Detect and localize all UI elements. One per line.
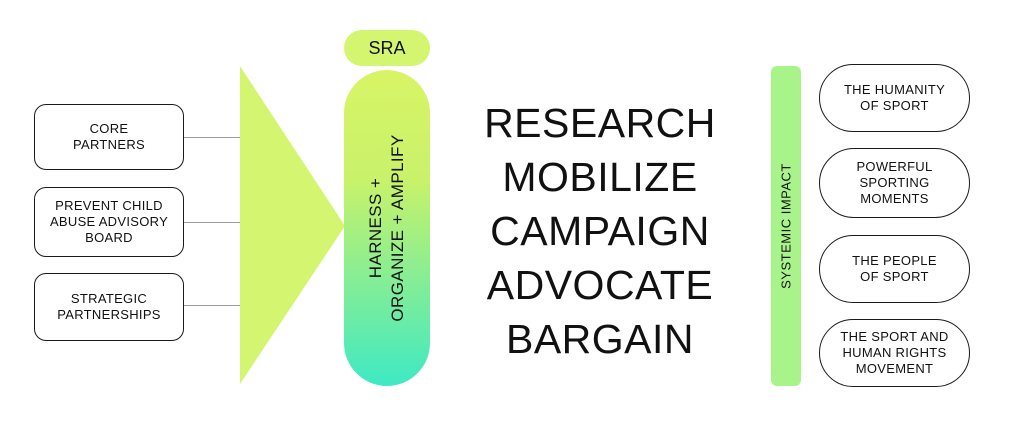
sra-title: SRA — [368, 37, 406, 58]
action-research: RESEARCH — [484, 100, 716, 146]
action-advocate: ADVOCATE — [486, 262, 714, 308]
action-list: RESEARCH MOBILIZE CAMPAIGN ADVOCATE BARG… — [470, 96, 730, 366]
input-label: PREVENT CHILD ABUSE ADVISORY BOARD — [49, 198, 169, 245]
input-label: CORE PARTNERS — [73, 121, 145, 152]
input-box-strategic-partnerships: STRATEGIC PARTNERSHIPS — [34, 273, 184, 341]
outcome-powerful-sporting-moments: POWERFUL SPORTING MOMENTS — [819, 148, 970, 218]
input-box-core-partners: CORE PARTNERS — [34, 104, 184, 170]
outcome-sport-human-rights-movement: THE SPORT AND HUMAN RIGHTS MOVEMENT — [819, 319, 970, 387]
connector-core-partners — [184, 137, 244, 138]
outcome-label: THE SPORT AND HUMAN RIGHTS MOVEMENT — [840, 329, 949, 376]
funnel-shape — [240, 66, 345, 384]
systemic-impact-label: SYSTEMIC IMPACT — [778, 163, 794, 289]
input-label: STRATEGIC PARTNERSHIPS — [57, 291, 161, 322]
systemic-impact-bar: SYSTEMIC IMPACT — [771, 66, 801, 386]
action-mobilize: MOBILIZE — [502, 154, 698, 200]
hub-capsule: HARNESS + ORGANIZE + AMPLIFY — [344, 70, 430, 386]
outcome-label: THE HUMANITY OF SPORT — [843, 82, 946, 113]
sra-pill: SRA — [344, 30, 430, 66]
outcome-label: POWERFUL SPORTING MOMENTS — [856, 159, 933, 206]
connector-advisory-board — [184, 222, 244, 223]
connector-strategic-partnerships — [184, 305, 244, 306]
hub-capsule-text: HARNESS + ORGANIZE + AMPLIFY — [366, 134, 407, 322]
action-bargain: BARGAIN — [505, 316, 695, 362]
input-box-advisory-board: PREVENT CHILD ABUSE ADVISORY BOARD — [34, 187, 184, 257]
action-campaign: CAMPAIGN — [490, 208, 710, 254]
outcome-label: THE PEOPLE OF SPORT — [852, 253, 937, 284]
outcome-people-of-sport: THE PEOPLE OF SPORT — [819, 235, 970, 303]
outcome-humanity-of-sport: THE HUMANITY OF SPORT — [819, 64, 970, 132]
